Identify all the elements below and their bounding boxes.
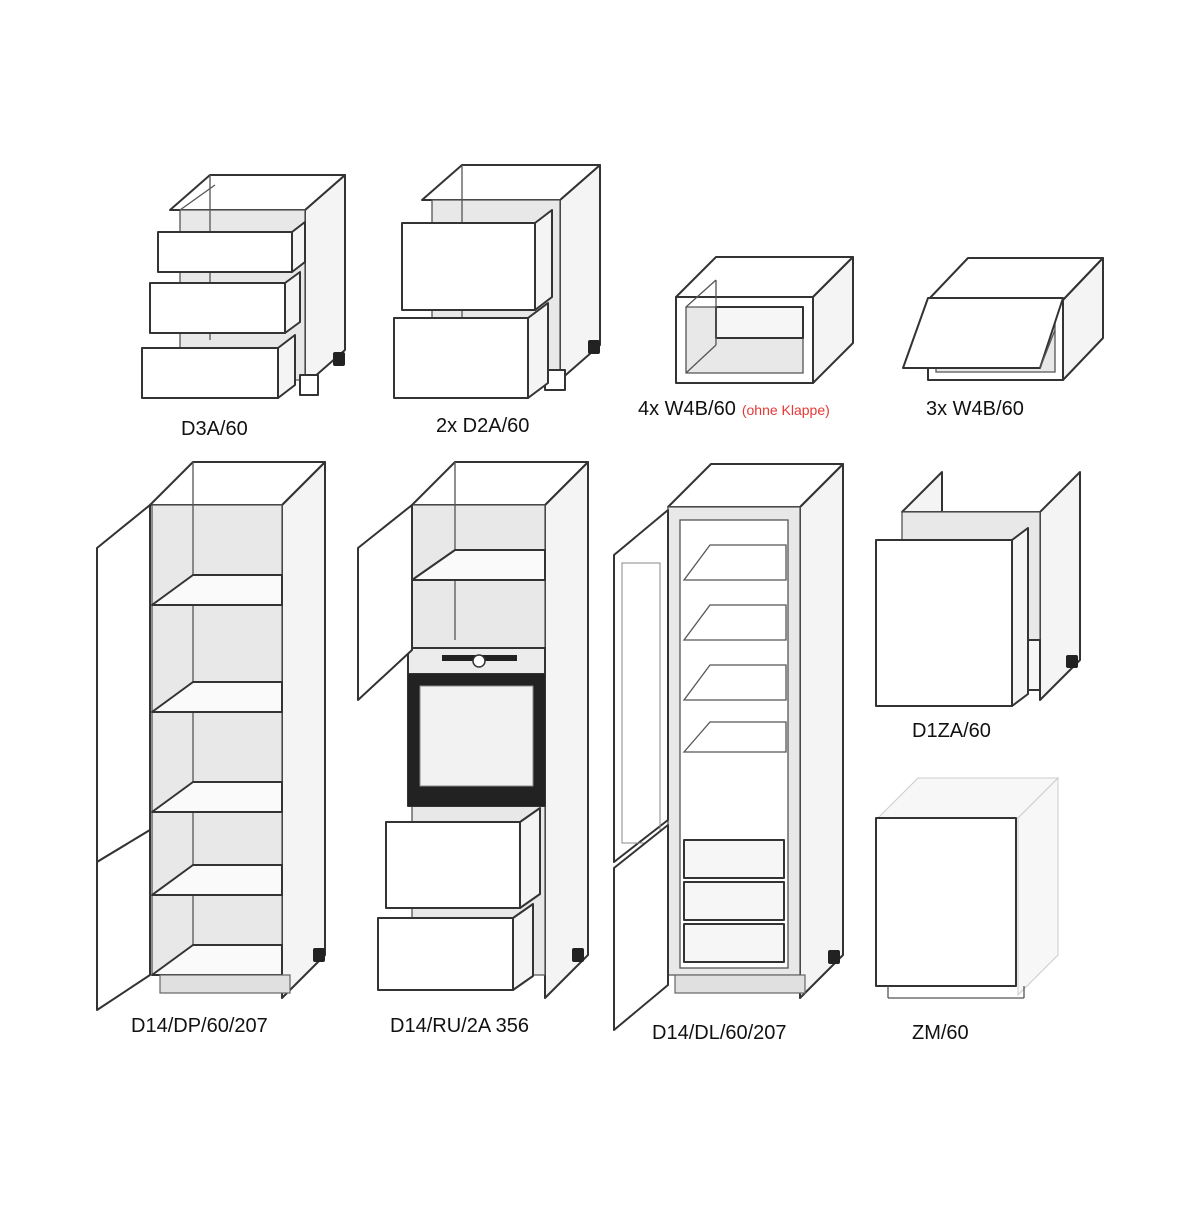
cabinet-w4b-open-drawing xyxy=(675,256,854,384)
cabinet-d3a-drawing xyxy=(141,174,346,399)
label-zm-text: ZM/60 xyxy=(912,1022,969,1044)
cabinet-zm-drawing xyxy=(875,776,1060,999)
label-w4b-open-note: (ohne Klappe) xyxy=(741,402,830,418)
label-zm: ZM/60 xyxy=(912,1022,969,1045)
cabinet-dl-drawing xyxy=(613,463,844,1031)
label-d3a-text: D3A/60 xyxy=(181,418,248,440)
cabinet-ru-drawing xyxy=(357,461,589,999)
label-d3a: D3A/60 xyxy=(181,418,248,441)
label-w4b-open-text: 4x W4B/60 xyxy=(638,398,736,420)
cabinet-dp-drawing xyxy=(96,461,326,1011)
label-d1za-text: D1ZA/60 xyxy=(912,720,991,742)
cabinet-d2a-drawing xyxy=(393,164,601,399)
label-ru: D14/RU/2A 356 xyxy=(390,1015,529,1038)
label-ru-text: D14/RU/2A 356 xyxy=(390,1015,529,1037)
label-dl: D14/DL/60/207 xyxy=(652,1022,787,1045)
label-dp: D14/DP/60/207 xyxy=(131,1015,268,1038)
label-w4b-open: 4x W4B/60 (ohne Klappe) xyxy=(638,398,830,421)
label-d2a-text: 2x D2A/60 xyxy=(436,415,530,437)
label-dp-text: D14/DP/60/207 xyxy=(131,1015,268,1037)
label-d1za: D1ZA/60 xyxy=(912,720,991,743)
label-w4b: 3x W4B/60 xyxy=(926,398,1024,421)
label-dl-text: D14/DL/60/207 xyxy=(652,1022,787,1044)
cabinet-w4b-drawing xyxy=(902,257,1104,381)
label-d2a: 2x D2A/60 xyxy=(436,415,529,438)
cabinet-d1za-drawing xyxy=(875,471,1081,707)
label-w4b-text: 3x W4B/60 xyxy=(926,398,1024,420)
